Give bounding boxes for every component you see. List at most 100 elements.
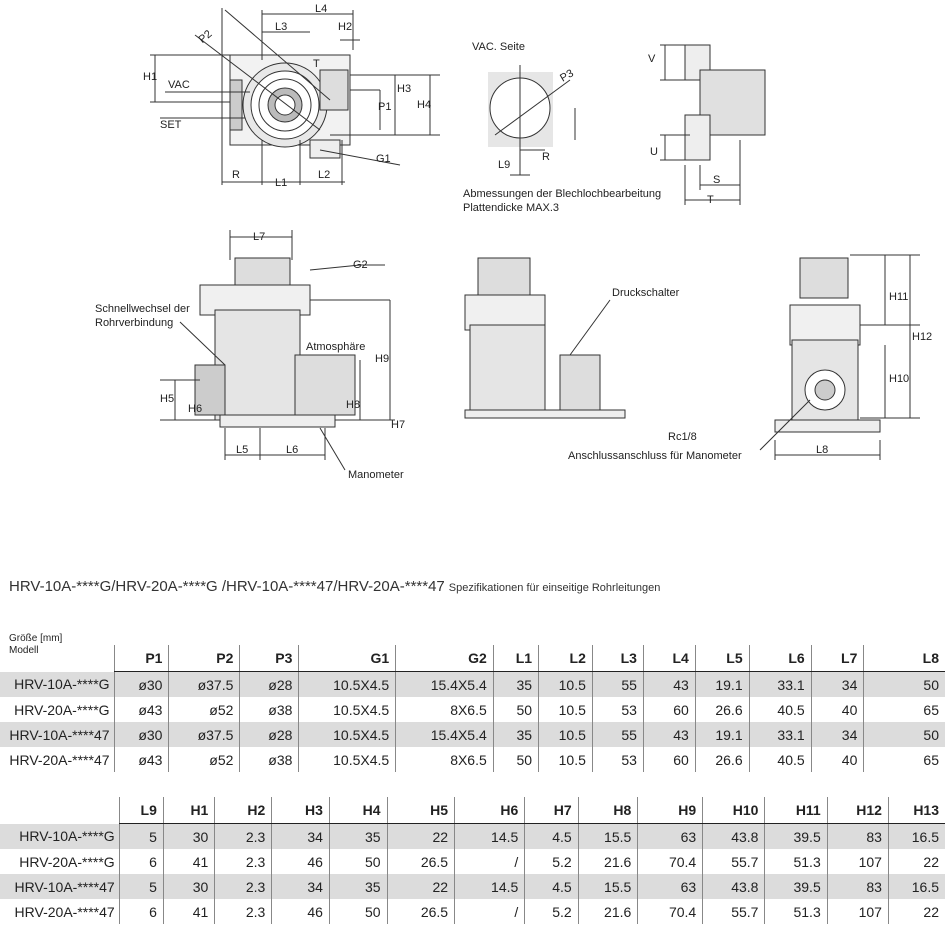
- size-unit-label: Größe [mm]: [9, 633, 63, 644]
- table-cell: 5.2: [524, 899, 579, 924]
- table-cell: 5.2: [524, 849, 579, 874]
- column-header-l2: L2: [538, 645, 593, 672]
- dim-r-cutout: R: [542, 151, 550, 163]
- table-cell: 70.4: [637, 899, 703, 924]
- right-view-drawing: [759, 254, 920, 460]
- table-cell: 26.5: [386, 849, 455, 874]
- dim-l4: L4: [315, 3, 327, 15]
- dim-p1: P1: [378, 101, 391, 113]
- model-label: Modell: [9, 645, 39, 656]
- table-cell: 26.5: [386, 899, 455, 924]
- table-cell: ø30: [113, 722, 169, 747]
- column-header-p3: P3: [239, 645, 299, 672]
- column-header-g1: G1: [298, 645, 396, 672]
- column-header-h10: H10: [702, 797, 765, 824]
- dim-v: V: [648, 53, 656, 65]
- column-header-l7: L7: [810, 645, 864, 672]
- table-cell: 51.3: [764, 849, 828, 874]
- dim-h7: H7: [391, 419, 405, 431]
- dim-l6: L6: [286, 444, 298, 456]
- table-cell: 35: [492, 671, 539, 697]
- table-cell: 30: [162, 874, 215, 899]
- table-cell: 2.3: [214, 849, 272, 874]
- table-cell: 10.5: [538, 722, 593, 747]
- table-cell: 10.5X4.5: [298, 722, 396, 747]
- table-cell: 83: [826, 823, 889, 849]
- table-cell: 5: [118, 874, 164, 899]
- label-gauge: Manometer: [348, 469, 404, 481]
- table-cell: 4.5: [524, 823, 579, 849]
- column-header-l5: L5: [694, 645, 750, 672]
- spec-title: HRV-10A-****G/HRV-20A-****G /HRV-10A-***…: [9, 578, 660, 595]
- table-cell: 53: [591, 697, 644, 722]
- column-header-h13: H13: [887, 797, 945, 824]
- table-cell: ø28: [239, 722, 299, 747]
- table-cell: 63: [637, 874, 703, 899]
- label-set: SET: [160, 119, 182, 131]
- model-cell: HRV-10A-****47: [0, 722, 115, 747]
- table-cell: 15.4X5.4: [395, 722, 494, 747]
- table-cell: ø38: [239, 747, 299, 772]
- column-header-l3: L3: [591, 645, 644, 672]
- technical-drawings: L4 L3 H2 P2 H1 VAC SET T H3 P1 H4 G1 R L…: [95, 3, 932, 481]
- dim-r: R: [232, 169, 240, 181]
- label-quick-change-1: Schnellwechsel der: [95, 303, 190, 315]
- dim-l1: L1: [275, 177, 287, 189]
- table-cell: 83: [826, 874, 889, 899]
- table-cell: 16.5: [887, 874, 945, 899]
- table-cell: 26.6: [694, 747, 750, 772]
- table-cell: 40.5: [748, 747, 812, 772]
- table-cell: 2.3: [214, 899, 272, 924]
- table-cell: 55.7: [702, 899, 765, 924]
- dim-l7: L7: [253, 231, 265, 243]
- model-cell: HRV-20A-****47: [9, 751, 110, 768]
- table-cell: ø43: [113, 697, 169, 722]
- label-vac: VAC: [168, 79, 190, 91]
- label-vac-side: VAC. Seite: [472, 41, 525, 53]
- table-cell: 19.1: [694, 671, 750, 697]
- dim-g1: G1: [376, 153, 391, 165]
- table-cell: 35: [328, 823, 388, 849]
- column-header-h7: H7: [524, 797, 579, 824]
- table-cell: 6: [118, 899, 164, 924]
- column-header-h12: H12: [826, 797, 889, 824]
- table-cell: 55.7: [702, 849, 765, 874]
- dim-p3: P3: [558, 67, 576, 84]
- panel-cutout-drawing: [488, 65, 576, 176]
- table-cell: 50: [492, 697, 539, 722]
- table-cell: 50: [492, 747, 539, 772]
- column-header-l1: L1: [492, 645, 539, 672]
- dim-s: S: [713, 174, 720, 186]
- cutout-caption-2: Plattendicke MAX.3: [463, 202, 559, 214]
- column-header-h1: H1: [162, 797, 215, 824]
- label-atmosphere: Atmosphäre: [306, 341, 365, 353]
- table-cell: 65: [863, 747, 945, 772]
- table-cell: 41: [162, 849, 215, 874]
- table-cell: 43.8: [702, 823, 765, 849]
- table-cell: 4.5: [524, 874, 579, 899]
- table-cell: 70.4: [637, 849, 703, 874]
- table-cell: 5: [118, 823, 164, 849]
- side-view-drawing: [464, 257, 626, 419]
- dim-l8: L8: [816, 444, 828, 456]
- table-cell: 16.5: [887, 823, 945, 849]
- table-cell: 107: [826, 849, 889, 874]
- table-cell: 65: [863, 697, 945, 722]
- table-cell: 107: [826, 899, 889, 924]
- table-header-note: Größe [mm] Modell: [9, 633, 62, 657]
- column-header-p1: P1: [113, 645, 169, 672]
- table-cell: 19.1: [694, 722, 750, 747]
- dim-l5: L5: [236, 444, 248, 456]
- table-cell: ø37.5: [168, 671, 240, 697]
- column-header-p2: P2: [168, 645, 240, 672]
- table-cell: 34: [271, 823, 330, 849]
- dim-h12: H12: [912, 331, 932, 343]
- table-cell: 34: [810, 722, 864, 747]
- model-header-cell: [0, 645, 114, 672]
